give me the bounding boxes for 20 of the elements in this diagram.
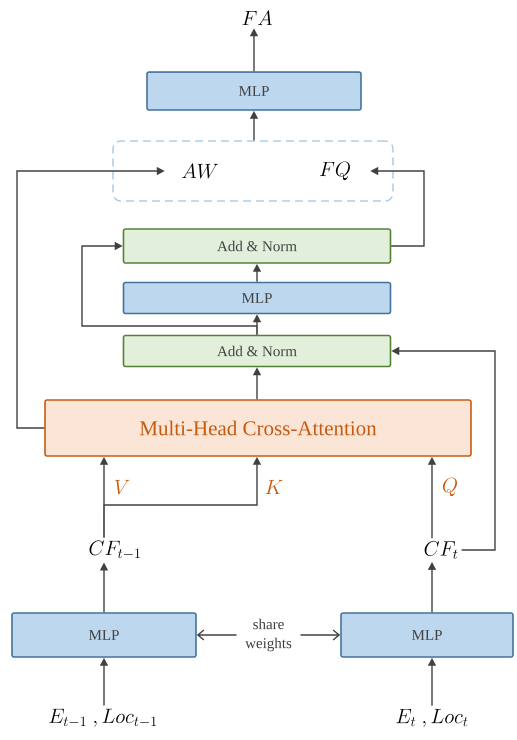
mlp-box: MLP [122, 282, 392, 314]
mlp-box: MLP [11, 612, 197, 658]
math-label: $AW$ [182, 163, 218, 179]
math-label: $CF_{t-1}$ [90, 540, 140, 558]
math-label: $E_{t}\ ,Loc_{t}$ [396, 708, 468, 728]
math-label: $FA$ [242, 10, 272, 26]
edge-label: $K$ [264, 478, 284, 496]
add-norm-box: Add & Norm [122, 228, 392, 264]
mlp-box: MLP [340, 612, 514, 658]
math-label: $FQ$ [320, 161, 350, 180]
edge-label: $V$ [112, 478, 132, 496]
math-label: $E_{t-1}\ ,Loc_{t-1}$ [49, 708, 156, 727]
arrow [81, 242, 258, 335]
edge-label: $Q$ [440, 476, 460, 498]
mlp-box: MLP [146, 71, 362, 111]
math-label: $CF_{t}$ [424, 540, 458, 559]
dashed-group-box [112, 140, 394, 202]
attention-box: Multi-Head Cross-Attention [44, 399, 472, 457]
edge-label: share weights [236, 618, 300, 652]
add-norm-box: Add & Norm [122, 334, 392, 368]
